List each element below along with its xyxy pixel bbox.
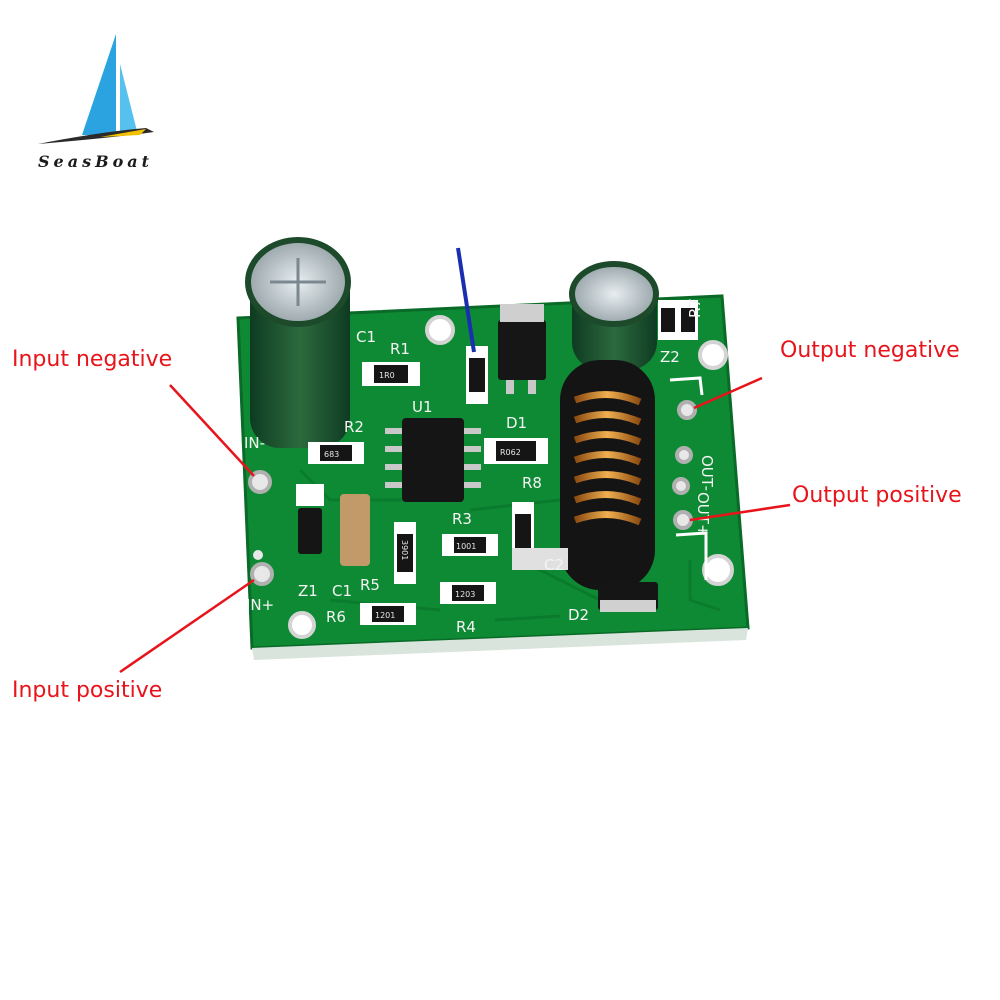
leader-output-positive	[689, 503, 791, 522]
brand-name: SeasBoat	[38, 152, 154, 171]
marking-r2: 683	[324, 450, 339, 459]
label-output-positive: Output positive	[792, 483, 962, 508]
leader-input-positive	[119, 578, 255, 674]
silk-c2: C2	[544, 556, 564, 574]
marking-r3: 1001	[456, 542, 476, 551]
silk-d1: D1	[506, 414, 527, 432]
capacitor-small	[569, 261, 659, 370]
marking-r4: 1203	[455, 590, 475, 599]
marking-r1: 1R0	[379, 371, 395, 380]
out-plus-pad	[673, 510, 693, 530]
silk-r7: R7	[686, 298, 704, 318]
label-input-positive: Input positive	[12, 678, 163, 703]
silk-r6: R6	[326, 608, 346, 626]
capacitor-large	[245, 237, 351, 448]
silk-r1: R1	[390, 340, 410, 358]
silk-out-plus: OUT+	[694, 492, 712, 537]
silk-r3: R3	[452, 510, 472, 528]
silk-z1: Z1	[298, 582, 318, 600]
silk-out-minus: OUT-	[698, 455, 716, 491]
inductor	[560, 360, 655, 590]
in-plus-pad	[250, 562, 274, 586]
silk-c1: C1	[332, 582, 352, 600]
marking-r8: R062	[500, 448, 521, 457]
silk-d2: D2	[568, 606, 589, 624]
silk-u1: U1	[412, 398, 433, 416]
in-minus-pad	[248, 470, 272, 494]
pointer-arrow	[456, 247, 476, 353]
sailboat-logo-icon	[38, 34, 154, 144]
marking-r5: 3901	[400, 540, 409, 560]
out-minus-pad	[677, 400, 697, 420]
ic-u1	[385, 418, 481, 502]
leader-output-negative	[693, 376, 763, 410]
silk-r4: R4	[456, 618, 476, 636]
silk-r5: R5	[360, 576, 380, 594]
silk-c1-top: C1	[356, 328, 376, 346]
leader-input-negative	[169, 384, 255, 477]
mosfet	[498, 304, 546, 394]
label-input-negative: Input negative	[12, 347, 173, 372]
silk-in-plus: IN+	[246, 596, 274, 614]
silk-r2: R2	[344, 418, 364, 436]
marking-r6: 1201	[375, 611, 395, 620]
label-output-negative: Output negative	[780, 338, 960, 363]
silk-r8: R8	[522, 474, 542, 492]
silk-z2: Z2	[660, 348, 680, 366]
silk-in-minus: IN-	[244, 434, 265, 452]
